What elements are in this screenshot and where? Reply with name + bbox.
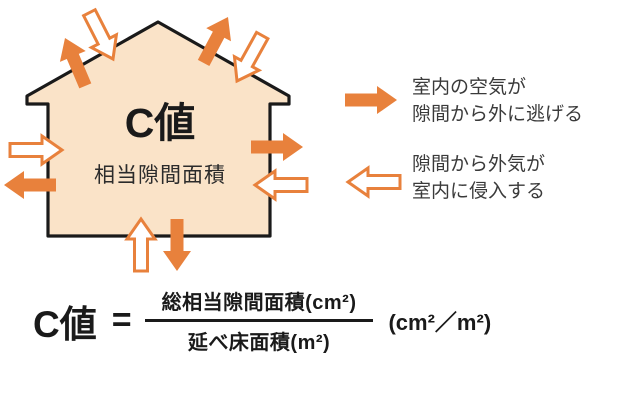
legend-infiltration-line2: 室内に侵入する (412, 181, 546, 202)
legend-leak-line1: 室内の空気が (412, 77, 527, 98)
formula-fraction: 総相当隙間面積(cm²) 延べ床面積(m²) (144, 286, 374, 355)
fraction-bar (144, 319, 374, 322)
house-title: C値 (124, 100, 196, 146)
legend-leak-line2: 隙間から外に逃げる (412, 104, 584, 125)
legend-infiltration-arrow-icon (346, 166, 402, 198)
legend-item-infiltration: 隙間から外気が 室内に侵入する (412, 151, 545, 205)
formula-denominator: 延べ床面積(m²) (187, 332, 331, 354)
formula-numerator: 総相当隙間面積(cm²) (161, 292, 357, 314)
legend-arrow-icons (345, 86, 402, 198)
legend-item-leak: 室内の空気が 隙間から外に逃げる (412, 74, 583, 128)
c-value-formula: C値 = 総相当隙間面積(cm²) 延べ床面積(m²) (cm²／m²) (33, 286, 491, 355)
house-subtitle: 相当隙間面積 (94, 164, 226, 187)
house-airflow-illustration (4, 4, 402, 273)
formula-equals-sign: = (111, 301, 132, 339)
legend-leak-arrow-icon (345, 86, 397, 114)
formula-unit: (cm²／m²) (388, 309, 492, 335)
house-shape (25, 20, 291, 238)
formula-lhs: C値 (33, 303, 97, 345)
legend-infiltration-line1: 隙間から外気が (412, 154, 546, 175)
